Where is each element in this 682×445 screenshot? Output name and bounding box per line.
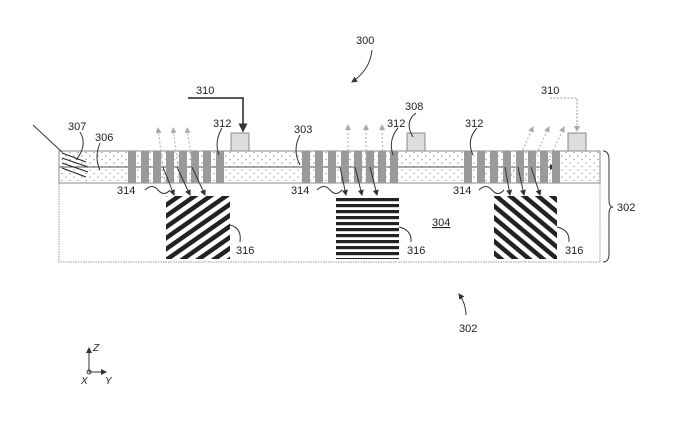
leader-lines	[75, 112, 614, 316]
down-rays	[162, 166, 542, 196]
label-312-2: 312	[387, 118, 405, 130]
axis-x-label: X	[80, 376, 88, 387]
label-306: 306	[95, 132, 113, 144]
axis-z-label: Z	[92, 343, 100, 354]
emitted-rays	[155, 124, 565, 184]
label-302-bracket: 302	[617, 202, 635, 214]
label-316-2: 316	[407, 245, 425, 257]
pattern-2	[336, 196, 399, 259]
label-312-1: 312	[213, 118, 231, 130]
label-302-bottom: 302	[459, 323, 477, 335]
label-304: 304	[432, 217, 450, 229]
figure-pointer	[351, 49, 373, 83]
light-source-right	[567, 132, 587, 152]
coupler	[61, 152, 89, 178]
axis-y-label: Y	[105, 376, 113, 387]
label-308: 308	[405, 101, 423, 113]
label-316-3: 316	[565, 245, 583, 257]
grating-group-1	[128, 151, 224, 183]
label-314-2: 314	[291, 185, 309, 197]
label-314-1: 314	[117, 185, 135, 197]
source-arrow-right	[550, 97, 580, 132]
label-307: 307	[68, 121, 86, 133]
light-source-left	[230, 132, 250, 152]
detector	[406, 132, 426, 152]
pattern-1	[166, 196, 230, 259]
label-310-left: 310	[196, 85, 214, 97]
source-arrow-left	[188, 97, 248, 133]
figure-number: 300	[356, 35, 374, 47]
input-ray	[32, 124, 63, 153]
label-303: 303	[294, 124, 312, 136]
pattern-3	[494, 196, 557, 259]
label-314-3: 314	[453, 185, 471, 197]
grating-group-3	[464, 151, 560, 183]
label-310-right: 310	[541, 85, 559, 97]
label-316-1: 316	[236, 245, 254, 257]
axis-indicator	[86, 347, 107, 375]
label-312-3: 312	[465, 118, 483, 130]
